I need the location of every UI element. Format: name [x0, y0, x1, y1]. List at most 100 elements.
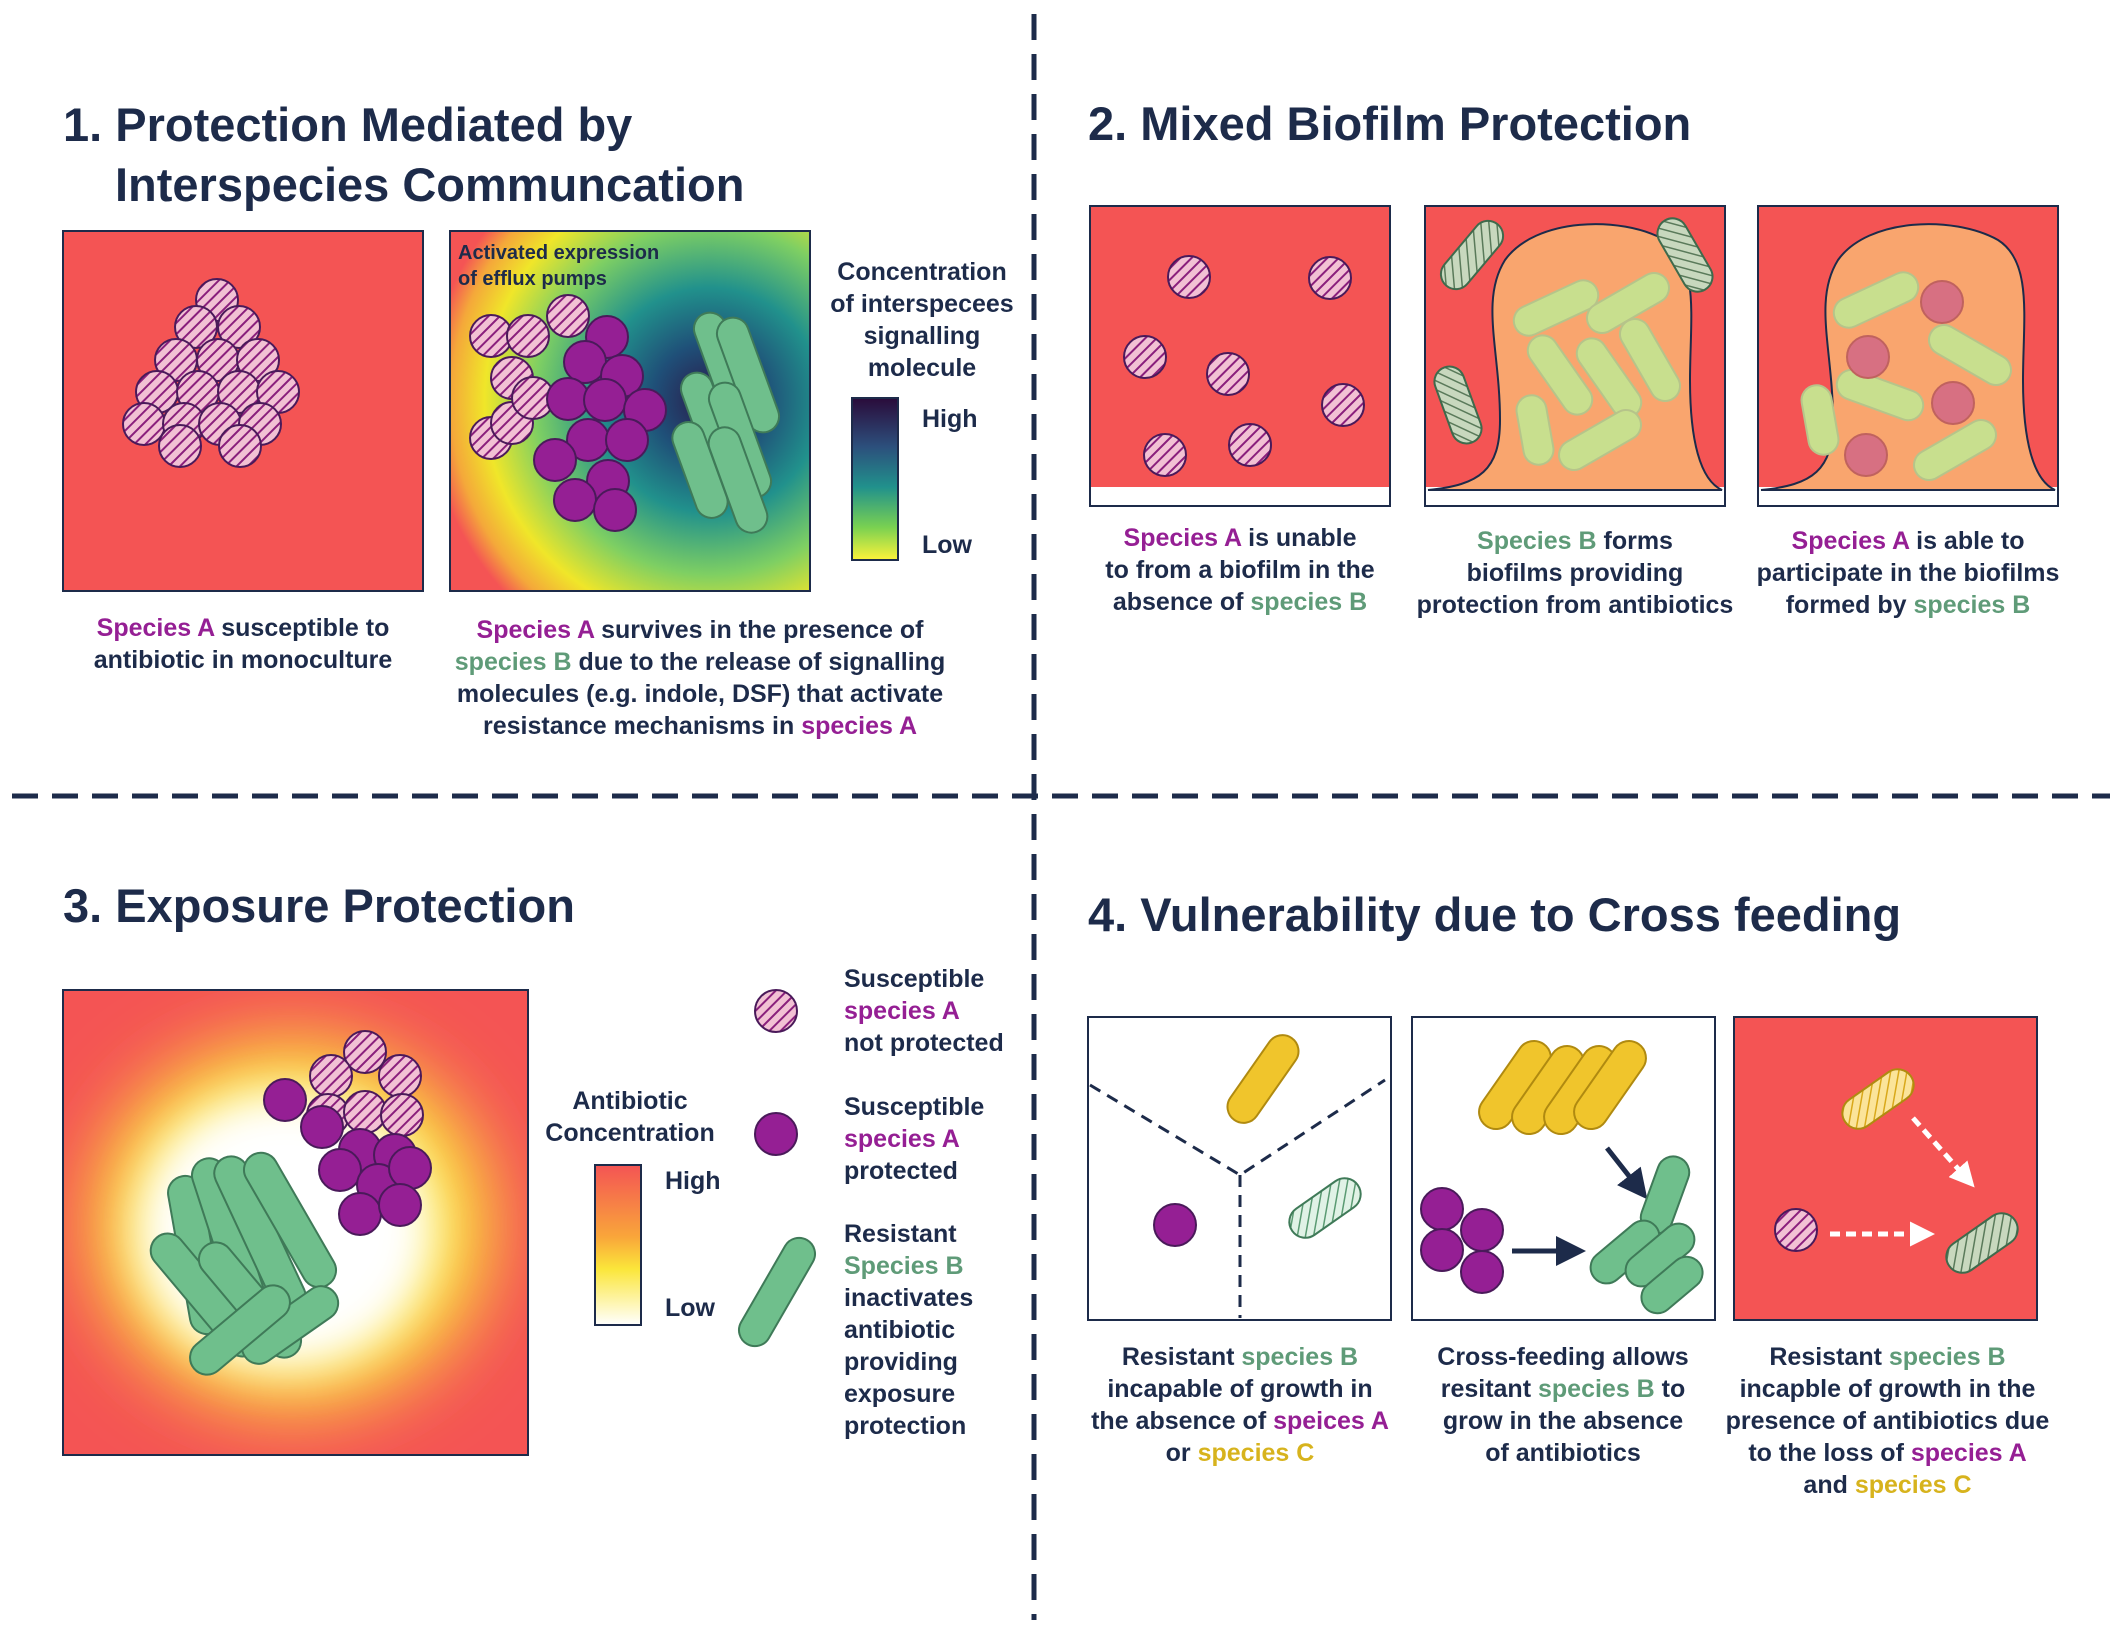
species-a-cell [1143, 433, 1187, 477]
species-b-rod [1586, 272, 1670, 334]
species-a-cell [343, 1090, 387, 1134]
legend-protected: Susceptible species A protected [844, 1093, 985, 1185]
legend-resistant: Resistant Species B inactivates antibiot… [844, 1220, 974, 1440]
species-a-cluster [122, 278, 300, 468]
species-a-cell [122, 402, 166, 446]
panel4-caption3: Resistant species B incapble of growth i… [1725, 1343, 2050, 1499]
species-b-rod [1288, 1177, 1362, 1239]
panel1-title-line2: Interspecies Communcation [115, 158, 745, 211]
species-a-cell [1844, 433, 1888, 477]
species-b-rod [1515, 394, 1555, 466]
species-a-cell [1167, 255, 1211, 299]
species-a-cell [217, 305, 261, 349]
species-a-cell [309, 1054, 353, 1098]
species-a-planktonic [1123, 255, 1365, 477]
panel1-caption-left: Species A susceptible to antibiotic in m… [93, 614, 393, 674]
loss-arrow [1911, 1116, 1975, 1188]
species-b-biofilm [1433, 217, 1714, 472]
signalling-low-label: Low [922, 531, 972, 559]
species-a-cell [218, 424, 262, 468]
panel4-box1 [1087, 1016, 1392, 1321]
species-a-cell [546, 294, 590, 338]
efflux-label-line1: Activated expression [458, 242, 660, 264]
species-b-rod [1526, 334, 1594, 416]
panel1-coculture-box [449, 230, 811, 592]
species-c-rods [1478, 1039, 1647, 1136]
panel2-caption2: Species B forms biofilms providing prote… [1416, 527, 1734, 619]
species-c-rod-lost [1841, 1068, 1915, 1130]
panel2-caption1: Species A is unable to from a biofilm in… [1105, 524, 1375, 616]
species-b-rod [1619, 318, 1681, 402]
efflux-label-line2: of efflux pumps [458, 268, 607, 290]
panel2-box3 [1757, 205, 2059, 507]
species-a-cell [263, 1078, 307, 1122]
species-b-rod [1928, 324, 2012, 386]
species-a-cell [1228, 423, 1272, 467]
species-a-cell [563, 340, 607, 384]
species-b-rod [1945, 1212, 2019, 1274]
species-a-cell [378, 1054, 422, 1098]
legend-green-rod-icon [738, 1236, 816, 1348]
species-a-cell [583, 378, 627, 422]
species-a-cell [1321, 383, 1365, 427]
antibiotic-low-label: Low [665, 1294, 715, 1322]
species-a-cell [378, 1183, 422, 1227]
species-b-rod [1640, 1255, 1704, 1315]
species-a-cell [158, 424, 202, 468]
panel2-box1 [1089, 205, 1391, 507]
species-c-rod [1226, 1034, 1300, 1124]
panel4-caption2: Cross-feeding allows resitant species B … [1437, 1343, 1689, 1467]
panel1-monoculture-box [62, 230, 424, 592]
panel4-box2 [1411, 1016, 1716, 1321]
species-b-rod [1800, 384, 1840, 456]
species-a-cell [605, 418, 649, 462]
panel4-title: 4. Vulnerability due to Cross feeding [1088, 888, 1902, 941]
species-b-rod [1558, 409, 1642, 472]
mixed-biofilm-cells [1800, 271, 2012, 481]
species-a-cell [338, 1192, 382, 1236]
species-a-cell [300, 1105, 344, 1149]
legend-hatched-circle-icon [754, 989, 798, 1033]
species-a-cell [553, 478, 597, 522]
panel1-title-line1: 1. Protection Mediated by [63, 98, 633, 151]
panel3-box [62, 989, 529, 1456]
panel4-box3 [1733, 1016, 2038, 1321]
species-a-cell [343, 1030, 387, 1074]
species-b-rod [1832, 271, 1920, 329]
feeding-arrow [1605, 1146, 1648, 1200]
species-a-cell [533, 438, 577, 482]
species-b-rods [1589, 1155, 1704, 1315]
species-a-cell [1846, 335, 1890, 379]
species-b-rod [715, 316, 781, 434]
species-a-cell-lost [1774, 1208, 1818, 1252]
species-c-rod [1573, 1039, 1647, 1131]
species-a-cell [1308, 256, 1352, 300]
species-a-cell [1206, 352, 1250, 396]
panel4-caption1: Resistant species B incapable of growth … [1091, 1343, 1389, 1467]
species-a-cell [1931, 381, 1975, 425]
species-a-cell [1153, 1203, 1197, 1247]
species-a-cell [1920, 280, 1964, 324]
legend-purple-circle-icon [754, 1112, 798, 1156]
panel2-box2 [1424, 205, 1726, 507]
species-a-cell [546, 377, 590, 421]
legend-not-protected: Susceptible species A not protected [844, 965, 1004, 1057]
species-b-rods [671, 311, 781, 534]
species-a-cell [388, 1146, 432, 1190]
species-b-rod [243, 1151, 337, 1289]
species-a-cell [1123, 335, 1167, 379]
antibiotic-colorbar [594, 1164, 642, 1326]
antibiotic-high-label: High [665, 1167, 721, 1195]
species-a-cell [380, 1093, 424, 1137]
antibiotic-colorbar-title: Antibiotic Concentration [545, 1087, 715, 1147]
signalling-colorbar-title: Concentration of interspecees signalling… [830, 258, 1014, 382]
species-b-rod [1913, 419, 1997, 481]
species-b-rod [1433, 365, 1483, 445]
signalling-colorbar [851, 397, 899, 561]
species-a-cell [318, 1148, 362, 1192]
species-b-rod [1835, 368, 1925, 422]
species-a-mixed-cluster [469, 294, 667, 532]
species-b-rod [1439, 219, 1505, 291]
